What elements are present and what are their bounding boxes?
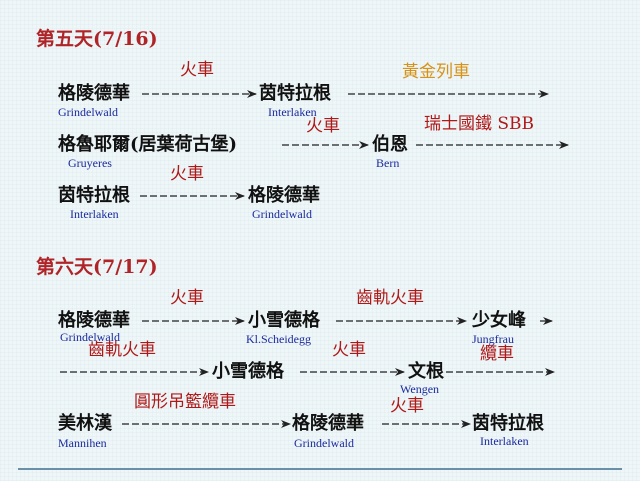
d5r3-from-cn: 茵特拉根 (58, 185, 130, 206)
d5r3-mode1: 火車 (170, 164, 204, 184)
d6r1-mode1: 火車 (170, 288, 204, 308)
d6r1-from-en: Grindelwald (60, 330, 120, 344)
d6r3-mid-cn: 格陵德華 (292, 413, 364, 434)
d6r1-to-en: Jungfrau (472, 332, 514, 346)
d5r1-mode2: 黃金列車 (402, 62, 470, 82)
d6r3-from-en: Mannihen (58, 436, 107, 450)
d5r2-mid-en: Bern (376, 156, 400, 170)
d6r3-mode2: 火車 (390, 396, 424, 416)
d6r1-to-cn: 少女峰 (472, 310, 526, 331)
d5r2-mode2: 瑞士國鐵 SBB (424, 114, 535, 134)
d6r1-mid-en: Kl.Scheidegg (246, 332, 311, 346)
day5-header: 第五天(7/16) (36, 28, 158, 50)
d6r3-to-cn: 茵特拉根 (472, 413, 544, 434)
d6r3-from-cn: 美林漢 (58, 413, 112, 434)
d6r1-mid-cn: 小雪德格 (248, 310, 320, 331)
d5r1-mid-en: Interlaken (268, 105, 317, 119)
d6r2-to-en: Wengen (400, 382, 440, 396)
d5r1-mid-cn: 茵特拉根 (259, 83, 331, 104)
d5r3-to-en: Grindelwald (252, 207, 312, 221)
d6r1-mode2: 齒軌火車 (356, 288, 424, 308)
d5r2-mid-cn: 伯恩 (372, 134, 408, 155)
d5r2-from-en: Gruyeres (68, 156, 112, 170)
d6r3-mid-en: Grindelwald (294, 436, 354, 450)
bottom-rule (18, 468, 622, 470)
d6r2-mode1: 齒軌火車 (88, 340, 156, 360)
day6-header: 第六天(7/17) (36, 256, 158, 278)
d6r2-mode2: 火車 (332, 340, 366, 360)
d5r3-from-en: Interlaken (70, 207, 119, 221)
d6r1-from-cn: 格陵德華 (58, 310, 130, 331)
d6r2-mode3: 纜車 (480, 344, 514, 364)
d6r2-mid-cn: 小雪德格 (212, 361, 284, 382)
d6r2-to-cn: 文根 (408, 361, 444, 382)
d5r2-from-cn: 格魯耶爾(居葉荷古堡) (58, 134, 238, 155)
d5r1-mode1: 火車 (180, 60, 214, 80)
d5r1-from-en: Grindelwald (58, 105, 118, 119)
d5r3-to-cn: 格陵德華 (248, 185, 320, 206)
d5r1-from-cn: 格陵德華 (58, 83, 130, 104)
d6r3-to-en: Interlaken (480, 434, 529, 448)
d6r3-mode1: 圓形吊籃纜車 (134, 392, 236, 412)
d5r2-mode1: 火車 (306, 116, 340, 136)
